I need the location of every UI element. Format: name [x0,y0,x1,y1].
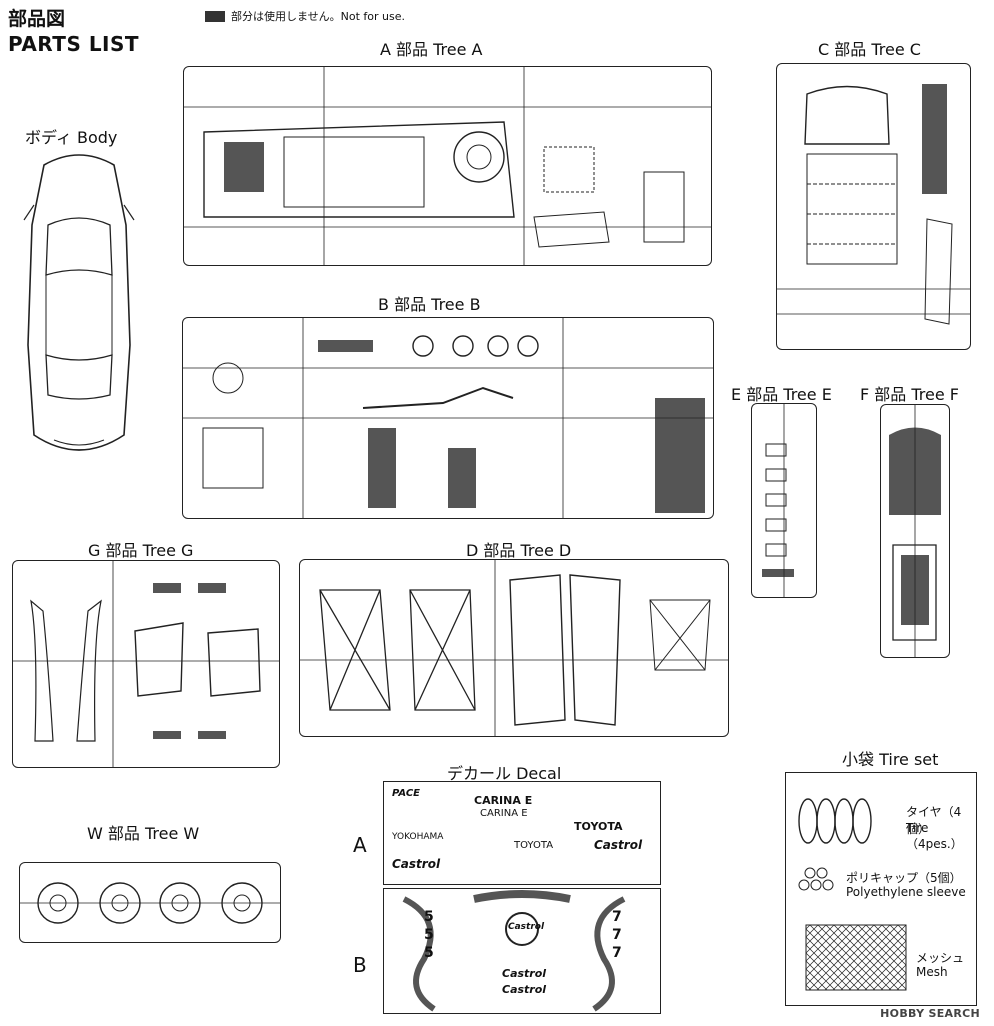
decal-text: PACE [392,788,421,799]
decal-text: TOYOTA [574,820,623,833]
tree-w-label: W 部品 Tree W [87,824,200,843]
tire-label-jp: タイヤ（4個） [906,805,962,836]
page-title-en: PARTS LIST [8,32,140,56]
mesh-label-en: Mesh [916,965,948,979]
decal-sheet-a-label: A [353,833,367,857]
tree-b-parts [183,318,713,518]
tree-e-label: E 部品 Tree E [731,385,832,404]
decal-number: 7 [612,945,622,961]
tree-e-parts [762,404,794,597]
tree-w-parts [20,882,280,924]
tree-a-runner [183,66,712,266]
decal-text: Castrol [392,857,441,871]
tree-g-runner [12,560,280,768]
tree-f-runner [880,404,950,658]
tire-set-title: 小袋 Tire set [842,750,939,769]
tree-c-runner [776,63,971,350]
tree-g-parts [13,561,279,767]
car-body-drawing [23,154,135,451]
sleeve-label-en: Polyethylene sleeve [846,885,966,899]
tree-b-runner [182,317,714,519]
mesh-label-jp: メッシュ [916,951,965,965]
tree-d-label: D 部品 Tree D [466,541,572,560]
body-label: ボディ Body [25,128,118,147]
decal-text: TOYOTA [514,840,554,851]
decal-text: Castrol [502,967,547,980]
decal-number: 5 [424,909,434,925]
tree-d-runner [299,559,729,737]
tree-a-label: A 部品 Tree A [380,40,483,59]
tree-g-label: G 部品 Tree G [88,541,194,560]
decal-title: デカール Decal [447,764,562,783]
decal-number: 5 [424,945,434,961]
decal-b-graphics [402,890,626,1012]
tree-a-parts [184,67,711,265]
decal-text: YOKOHAMA [392,832,444,842]
page-title-jp: 部品図 [8,8,66,30]
decal-number: 5 [424,927,434,943]
decal-sheet-b: Castrol 5 5 5 7 7 7 Castrol Castrol [383,888,661,1014]
decal-text: Castrol [594,838,643,852]
tree-c-label: C 部品 Tree C [818,40,921,59]
decal-text: Castrol [508,922,545,932]
tree-w-runner [19,862,281,943]
tree-f-label: F 部品 Tree F [860,385,960,404]
decal-text: Castrol [502,983,547,996]
tree-d-parts [300,560,728,736]
sleeve-label-jp: ポリキャップ（5個） [846,871,962,885]
unused-notice-text: 部分は使用しません。Not for use. [231,10,406,23]
decal-number: 7 [612,909,622,925]
unused-swatch [205,10,225,22]
tire-label-en: Tire （4pes.） [906,821,963,851]
decal-sheet-a: CARINA E CARINA E TOYOTA TOYOTA Castrol … [383,781,661,885]
tree-b-label: B 部品 Tree B [378,295,481,314]
tree-f-parts [889,405,941,657]
decal-number: 7 [612,927,622,943]
decal-sheet-b-label: B [353,953,367,977]
decal-text: CARINA E [480,808,528,819]
decal-text: CARINA E [474,794,533,807]
watermark: HOBBY SEARCH [880,1007,980,1020]
unused-notice: 部分は使用しません。Not for use. [205,8,405,24]
tire-set-box: タイヤ（4個） Tire （4pes.） ポリキャップ（5個） Polyethy… [785,772,977,1006]
tree-c-parts [777,84,970,325]
tire-set-parts [798,798,907,991]
tree-e-runner [751,403,817,598]
